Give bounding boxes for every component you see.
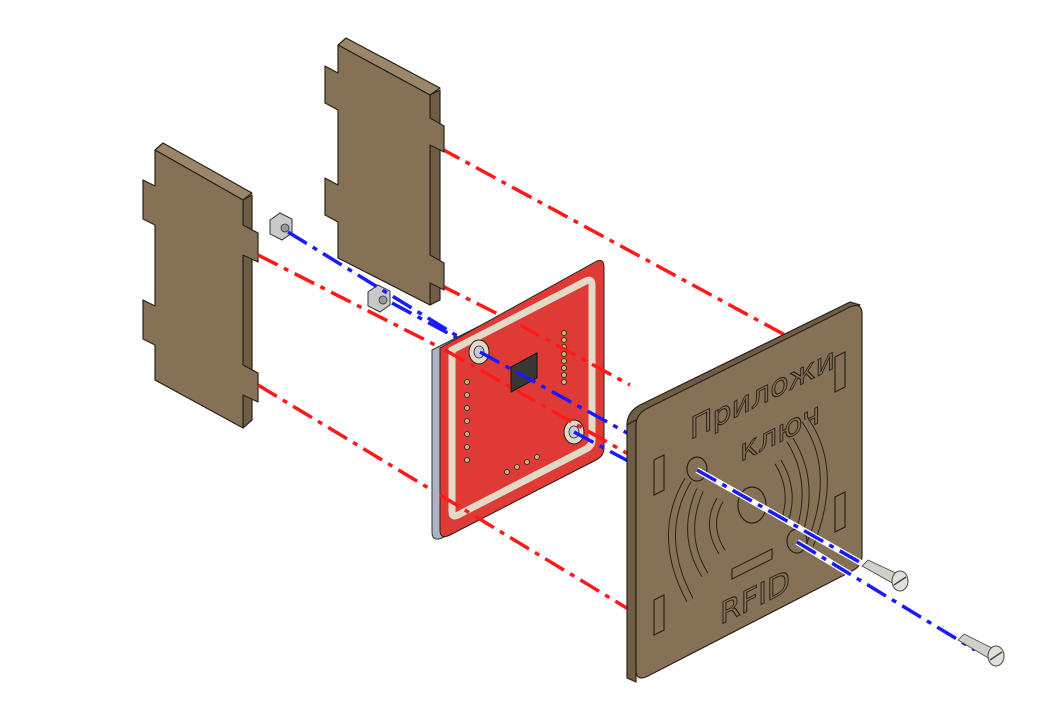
red-axis-line	[257, 253, 446, 352]
top-side-plate	[324, 37, 445, 306]
blue-axis-line	[696, 468, 871, 570]
rfid-pcb-module	[431, 259, 605, 540]
front-panel: Приложи ключ RFID	[626, 301, 863, 683]
assembly-lines-front	[439, 323, 641, 612]
hex-nut	[269, 212, 293, 241]
screw	[861, 559, 909, 592]
blue-axis-line	[796, 540, 976, 652]
left-side-plate	[142, 142, 259, 429]
pin-header	[464, 330, 567, 475]
rfid-wave-icon	[668, 417, 828, 602]
blue-axis-line	[479, 350, 641, 442]
screw	[957, 633, 1005, 667]
hex-nut	[367, 284, 391, 313]
assembly-lines-screws	[695, 467, 977, 653]
rfid-chip	[510, 352, 538, 393]
blue-axis-line	[287, 230, 481, 352]
red-axis-line	[519, 323, 631, 387]
blue-axis-line	[573, 430, 631, 464]
red-axis-line	[257, 383, 441, 497]
red-axis-line	[439, 146, 786, 337]
tab-slots	[653, 351, 846, 636]
assembly-lines-back	[439, 146, 786, 337]
panel-screw-hole	[686, 456, 708, 482]
red-axis-line	[439, 493, 631, 612]
red-axis-line	[444, 348, 631, 457]
